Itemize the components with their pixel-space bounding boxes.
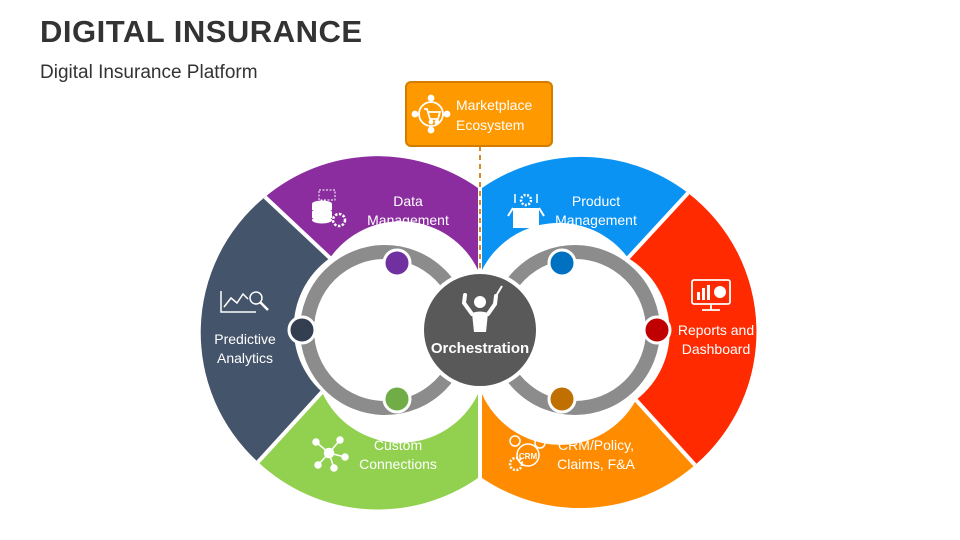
connector-dot-product — [547, 248, 577, 278]
monitor-chart-icon — [691, 279, 731, 311]
label-custom-line2: Connections — [359, 456, 437, 472]
label-predictive-line1: Predictive — [214, 331, 276, 347]
network-nodes-icon — [312, 436, 349, 472]
connector-dot-reports — [642, 315, 672, 345]
segment-data-management[interactable] — [265, 156, 478, 270]
svg-text:CRM: CRM — [519, 452, 538, 461]
connector-dot-data — [382, 248, 412, 278]
label-crm-line2: Claims, F&A — [557, 456, 635, 472]
connector-dot-crm — [547, 384, 577, 414]
segment-custom-connections[interactable] — [258, 392, 478, 510]
label-custom-line1: Custom — [374, 437, 422, 453]
segment-separators — [256, 191, 697, 467]
page-title: DIGITAL INSURANCE — [40, 14, 363, 49]
connector-dot-predictive — [287, 315, 317, 345]
label-data-line1: Data — [393, 193, 423, 209]
marketplace-label-line2: Ecosystem — [456, 117, 524, 133]
orchestration-label: Orchestration — [431, 340, 529, 357]
chart-magnifier-icon — [220, 291, 269, 313]
label-product-line1: Product — [572, 193, 620, 209]
crm-gear-icon: CRM — [508, 435, 546, 472]
label-predictive-line2: Analytics — [217, 350, 273, 366]
shopping-cart-network-icon — [411, 94, 451, 134]
page-subtitle: Digital Insurance Platform — [40, 62, 258, 83]
segment-crm-policy[interactable] — [482, 394, 695, 509]
marketplace-ecosystem-box[interactable]: Marketplace Ecosystem — [405, 81, 553, 147]
orchestration-hub[interactable]: Orchestration — [420, 270, 540, 390]
label-data-line2: Management — [367, 212, 449, 228]
connector-dot-custom — [382, 384, 412, 414]
box-gear-icon — [507, 193, 545, 228]
marketplace-label-line1: Marketplace — [456, 97, 532, 113]
segment-product-management[interactable] — [482, 156, 688, 270]
segment-predictive-analytics[interactable] — [200, 197, 330, 462]
label-crm-line1: CRM/Policy, — [558, 437, 634, 453]
database-gear-icon — [312, 189, 347, 228]
label-reports-line2: Dashboard — [682, 341, 751, 357]
conductor-icon — [461, 285, 503, 332]
label-product-line2: Management — [555, 212, 637, 228]
label-reports-line1: Reports and — [678, 322, 754, 338]
segment-reports-dashboard[interactable] — [628, 193, 757, 465]
